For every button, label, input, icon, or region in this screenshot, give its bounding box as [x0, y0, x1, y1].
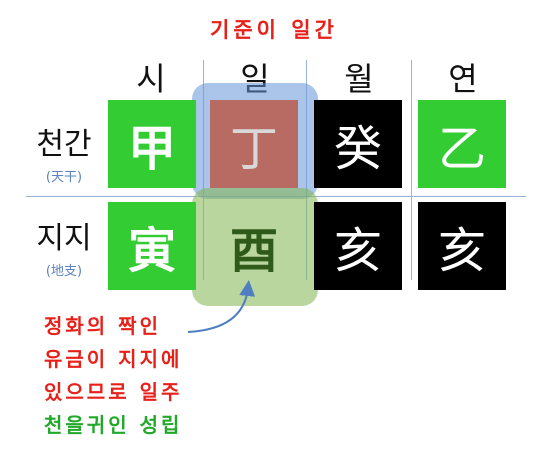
- column-header-month: 월: [344, 60, 374, 98]
- row-sublabel-branches: (地支): [45, 264, 83, 279]
- note-line-4: 천을귀인 성립: [44, 413, 183, 437]
- column-header-hour: 시: [136, 60, 166, 98]
- stem-cell-year: 乙: [418, 100, 506, 188]
- stem-cell-month: 癸: [314, 100, 402, 188]
- branch-cell-year: 亥: [418, 202, 506, 290]
- row-sublabel-stems: (天干): [45, 170, 83, 185]
- branch-cell-month: 亥: [314, 202, 402, 290]
- stem-cell-day: 丁: [210, 100, 298, 188]
- pointer-arrow-icon: [187, 280, 256, 333]
- note-line-3: 있으므로 일주: [44, 380, 183, 404]
- row-header-earthly-branches: 지지 (地支): [24, 221, 104, 280]
- note-line-2: 유금이 지지에: [44, 347, 183, 371]
- branch-cell-hour: 寅: [108, 202, 196, 290]
- column-header-year: 연: [448, 60, 478, 98]
- branch-cell-day: 酉: [229, 223, 278, 279]
- diagram-title: 기준이 일간: [210, 18, 338, 42]
- row-header-heavenly-stems: 천간 (天干): [24, 127, 104, 186]
- vertical-divider-3: [411, 60, 412, 280]
- note-line-1: 정화의 짝인: [44, 314, 161, 338]
- row-label-branches: 지지: [36, 221, 92, 256]
- stem-cell-hour: 甲: [108, 100, 196, 188]
- row-label-stems: 천간: [36, 127, 92, 162]
